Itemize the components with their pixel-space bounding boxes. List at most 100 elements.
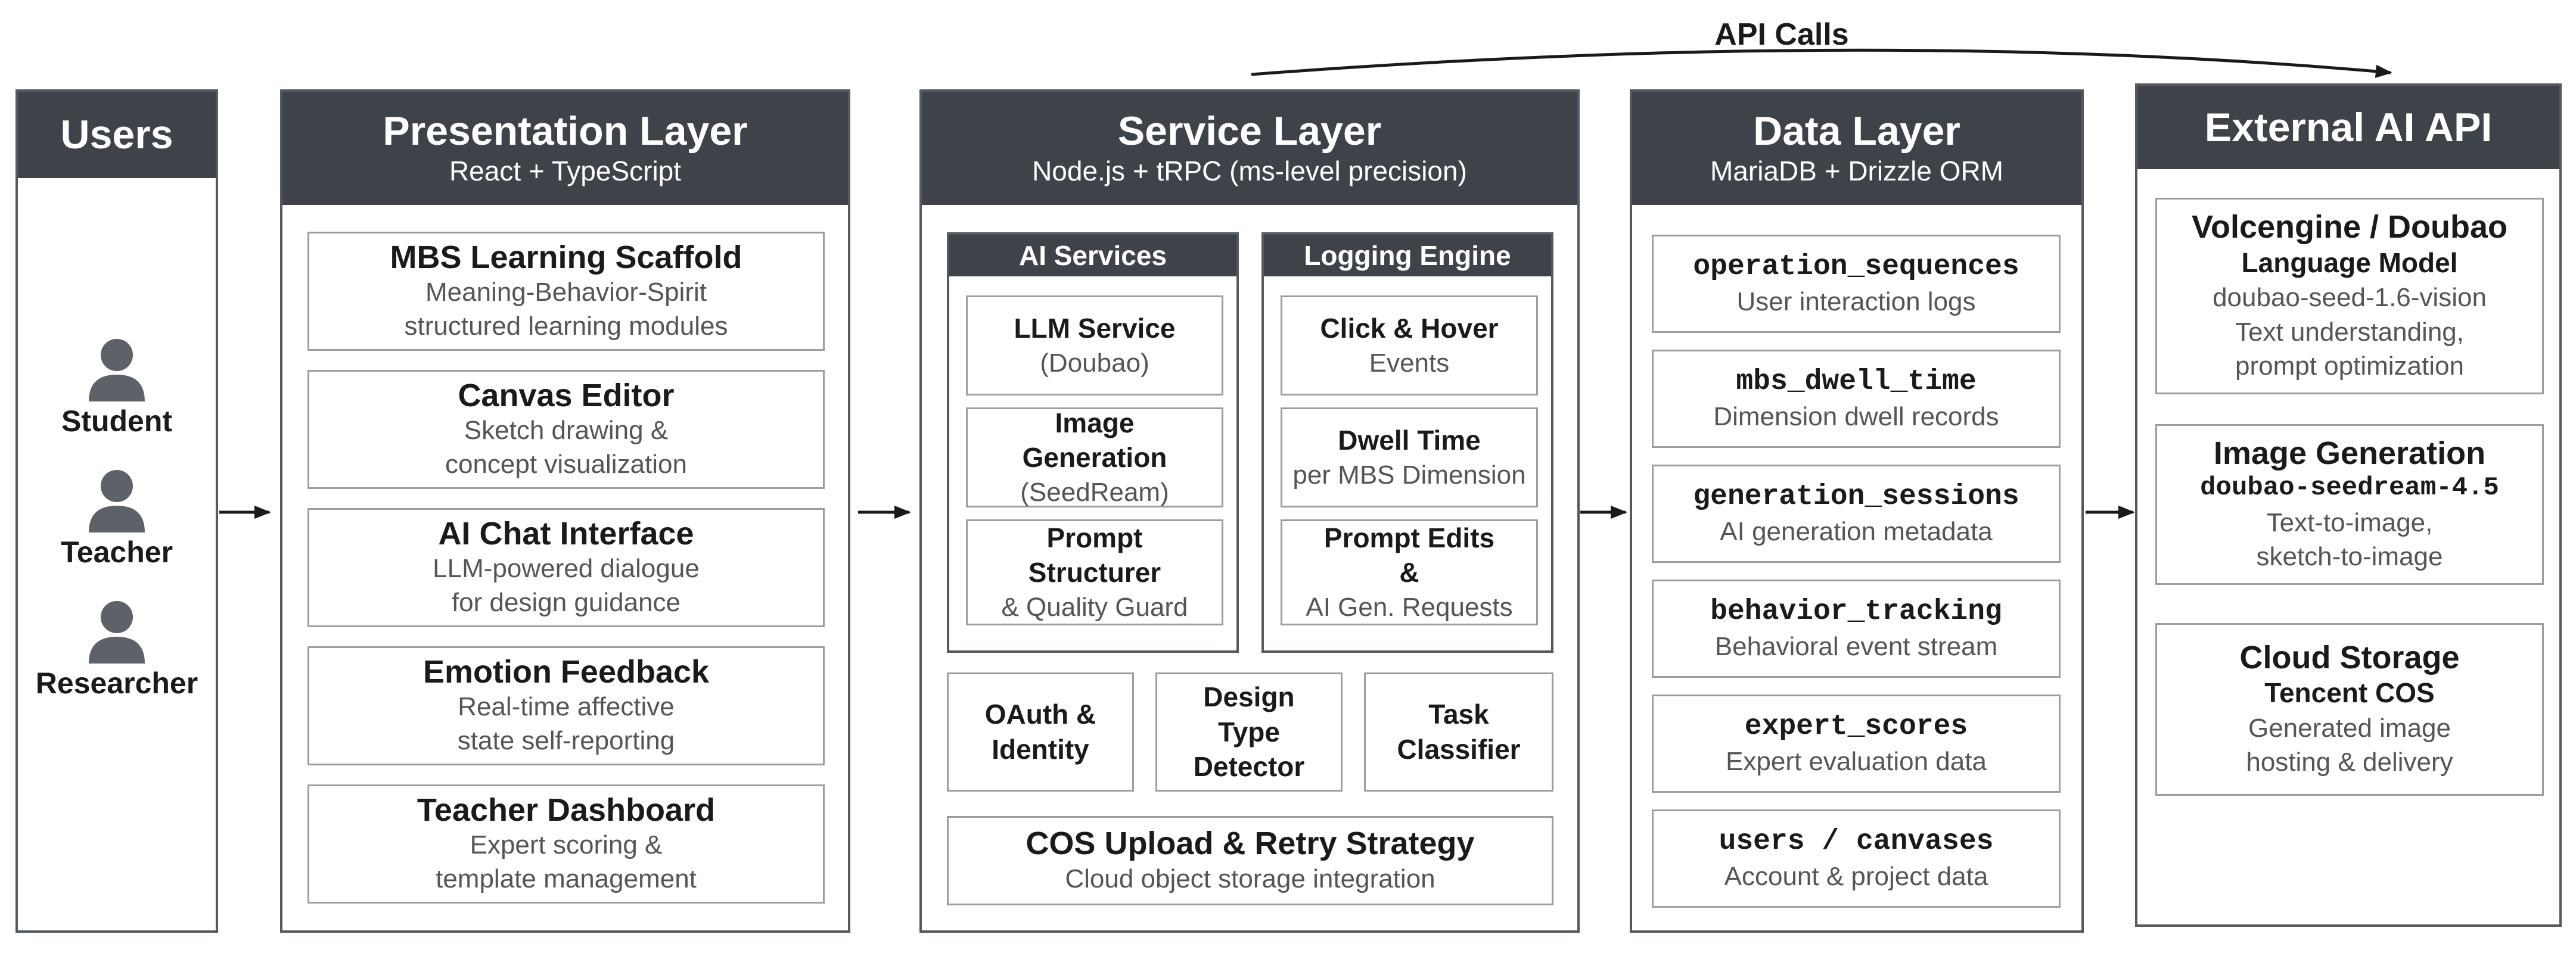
service-item-title: Prompt Edits & bbox=[1323, 522, 1495, 588]
api-calls-arc bbox=[1251, 48, 2392, 78]
service-item-desc: & Quality Guard bbox=[1001, 593, 1188, 622]
oauth-identity[interactable]: OAuth & Identity bbox=[947, 672, 1134, 792]
table-name: behavior_tracking bbox=[1710, 595, 2002, 628]
llm-service[interactable]: LLM Service (Doubao) bbox=[966, 295, 1223, 395]
service-layer: Service Layer Node.js + tRPC (ms-level p… bbox=[919, 89, 1580, 933]
users-title: Users bbox=[60, 112, 173, 158]
ext-item-subtitle: Language Model bbox=[2241, 247, 2458, 278]
ext-volcengine-doubao[interactable]: Volcengine / Doubao Language Model douba… bbox=[2155, 198, 2544, 394]
service-item-title: Task Classifier bbox=[1397, 699, 1521, 765]
cos-desc: Cloud object storage integration bbox=[1065, 864, 1435, 893]
data-subtitle: MariaDB + Drizzle ORM bbox=[1710, 155, 2003, 186]
service-item-desc: (Doubao) bbox=[1040, 348, 1149, 378]
table-desc: Behavioral event stream bbox=[1714, 631, 1998, 661]
module-title: Canvas Editor bbox=[458, 377, 675, 413]
table-desc: AI generation metadata bbox=[1720, 516, 1993, 546]
module-emotion-feedback[interactable]: Emotion Feedback Real-time affective sta… bbox=[307, 646, 825, 765]
service-item-desc: AI Gen. Requests bbox=[1306, 593, 1513, 622]
cos-upload-retry[interactable]: COS Upload & Retry Strategy Cloud object… bbox=[947, 816, 1553, 905]
service-item-title: Image Generation bbox=[1022, 407, 1167, 474]
person-icon bbox=[89, 601, 145, 664]
table-name: users / canvases bbox=[1719, 825, 1994, 858]
table-generation-sessions[interactable]: generation_sessions AI generation metada… bbox=[1652, 465, 2061, 563]
external-title: External AI API bbox=[2204, 104, 2493, 150]
service-title: Service Layer bbox=[1117, 108, 1382, 154]
logging-engine-group: Logging Engine Click & Hover Events Dwel… bbox=[1261, 232, 1553, 653]
external-ai-api: External AI API Volcengine / Doubao Lang… bbox=[2135, 83, 2562, 927]
module-teacher-dashboard[interactable]: Teacher Dashboard Expert scoring & templ… bbox=[307, 784, 825, 904]
logging-engine-title: Logging Engine bbox=[1264, 235, 1551, 276]
ext-image-generation[interactable]: Image Generation doubao-seedream-4.5 Tex… bbox=[2155, 424, 2544, 585]
service-item-desc: per MBS Dimension bbox=[1292, 460, 1526, 490]
service-subtitle: Node.js + tRPC (ms-level precision) bbox=[1032, 155, 1467, 186]
ext-cloud-storage[interactable]: Cloud Storage Tencent COS Generated imag… bbox=[2155, 623, 2544, 796]
table-mbs-dwell-time[interactable]: mbs_dwell_time Dimension dwell records bbox=[1652, 350, 2061, 448]
module-canvas-editor[interactable]: Canvas Editor Sketch drawing & concept v… bbox=[307, 370, 825, 489]
ext-item-title: Image Generation bbox=[2213, 435, 2486, 471]
table-desc: User interaction logs bbox=[1736, 286, 1976, 316]
module-title: Teacher Dashboard bbox=[417, 792, 716, 828]
task-classifier[interactable]: Task Classifier bbox=[1364, 672, 1553, 792]
person-icon bbox=[89, 339, 145, 401]
service-item-title: LLM Service bbox=[1014, 312, 1176, 344]
presentation-title: Presentation Layer bbox=[383, 108, 748, 154]
service-item-title: Prompt Structurer bbox=[1028, 522, 1161, 588]
api-calls-label: API Calls bbox=[1714, 17, 1849, 52]
table-desc: Account & project data bbox=[1724, 861, 1988, 891]
image-generation-service[interactable]: Image Generation (SeedReam) bbox=[966, 407, 1223, 507]
cos-title: COS Upload & Retry Strategy bbox=[1026, 826, 1475, 862]
data-title: Data Layer bbox=[1753, 108, 1960, 154]
user-label: Teacher bbox=[60, 535, 173, 569]
user-researcher[interactable]: Researcher bbox=[15, 601, 218, 700]
ai-services-group: AI Services LLM Service (Doubao) Image G… bbox=[947, 232, 1239, 653]
dwell-time-logging[interactable]: Dwell Time per MBS Dimension bbox=[1281, 407, 1538, 507]
ext-item-title: Cloud Storage bbox=[2239, 639, 2460, 675]
service-header: Service Layer Node.js + tRPC (ms-level p… bbox=[922, 92, 1577, 205]
module-mbs-scaffold[interactable]: MBS Learning Scaffold Meaning-Behavior-S… bbox=[307, 232, 825, 351]
service-item-title: OAuth & Identity bbox=[984, 699, 1096, 765]
user-label: Researcher bbox=[35, 667, 198, 700]
table-desc: Expert evaluation data bbox=[1726, 746, 1987, 776]
click-hover-events[interactable]: Click & Hover Events bbox=[1281, 295, 1538, 395]
ext-item-model: doubao-seedream-4.5 bbox=[2200, 473, 2499, 503]
table-name: generation_sessions bbox=[1693, 480, 2019, 513]
module-desc: LLM-powered dialogue for design guidance bbox=[433, 554, 700, 618]
ext-item-desc: Generated image hosting & delivery bbox=[2246, 713, 2453, 777]
module-title: Emotion Feedback bbox=[422, 653, 710, 690]
users-column: Users Student Teacher Researcher bbox=[15, 89, 218, 933]
ext-item-model: doubao-seed-1.6-vision bbox=[2213, 283, 2487, 313]
service-item-desc: Events bbox=[1369, 348, 1450, 378]
ext-item-desc: Text understanding, prompt optimization bbox=[2235, 317, 2465, 381]
table-users-canvases[interactable]: users / canvases Account & project data bbox=[1652, 809, 2061, 908]
data-header: Data Layer MariaDB + Drizzle ORM bbox=[1632, 92, 2081, 205]
presentation-header: Presentation Layer React + TypeScript bbox=[282, 92, 848, 205]
prompt-edits-logging[interactable]: Prompt Edits & AI Gen. Requests bbox=[1281, 519, 1538, 625]
table-name: operation_sequences bbox=[1693, 250, 2019, 283]
user-student[interactable]: Student bbox=[15, 339, 218, 438]
module-title: MBS Learning Scaffold bbox=[390, 239, 742, 275]
ext-item-desc: Text-to-image, sketch-to-image bbox=[2256, 507, 2443, 571]
service-item-title: Click & Hover bbox=[1320, 312, 1499, 344]
table-operation-sequences[interactable]: operation_sequences User interaction log… bbox=[1652, 235, 2061, 333]
table-desc: Dimension dwell records bbox=[1713, 401, 1999, 431]
external-header: External AI API bbox=[2137, 86, 2559, 169]
module-desc: Meaning-Behavior-Spirit structured learn… bbox=[404, 278, 728, 341]
ext-item-subtitle: Tencent COS bbox=[2264, 677, 2435, 709]
prompt-structurer[interactable]: Prompt Structurer & Quality Guard bbox=[966, 519, 1223, 625]
presentation-subtitle: React + TypeScript bbox=[449, 155, 682, 186]
module-ai-chat[interactable]: AI Chat Interface LLM-powered dialogue f… bbox=[307, 508, 825, 627]
ai-services-title: AI Services bbox=[949, 235, 1236, 276]
service-item-title: Dwell Time bbox=[1338, 424, 1481, 456]
users-header: Users bbox=[18, 92, 216, 178]
design-type-detector[interactable]: Design Type Detector bbox=[1155, 672, 1343, 792]
person-icon bbox=[89, 470, 145, 532]
table-name: expert_scores bbox=[1744, 710, 1968, 743]
table-behavior-tracking[interactable]: behavior_tracking Behavioral event strea… bbox=[1652, 580, 2061, 678]
module-desc: Real-time affective state self-reporting bbox=[457, 692, 675, 756]
user-teacher[interactable]: Teacher bbox=[15, 470, 218, 569]
user-label: Student bbox=[61, 404, 173, 438]
presentation-layer: Presentation Layer React + TypeScript MB… bbox=[280, 89, 850, 933]
table-expert-scores[interactable]: expert_scores Expert evaluation data bbox=[1652, 694, 2061, 793]
service-item-title: Design Type Detector bbox=[1193, 681, 1305, 783]
